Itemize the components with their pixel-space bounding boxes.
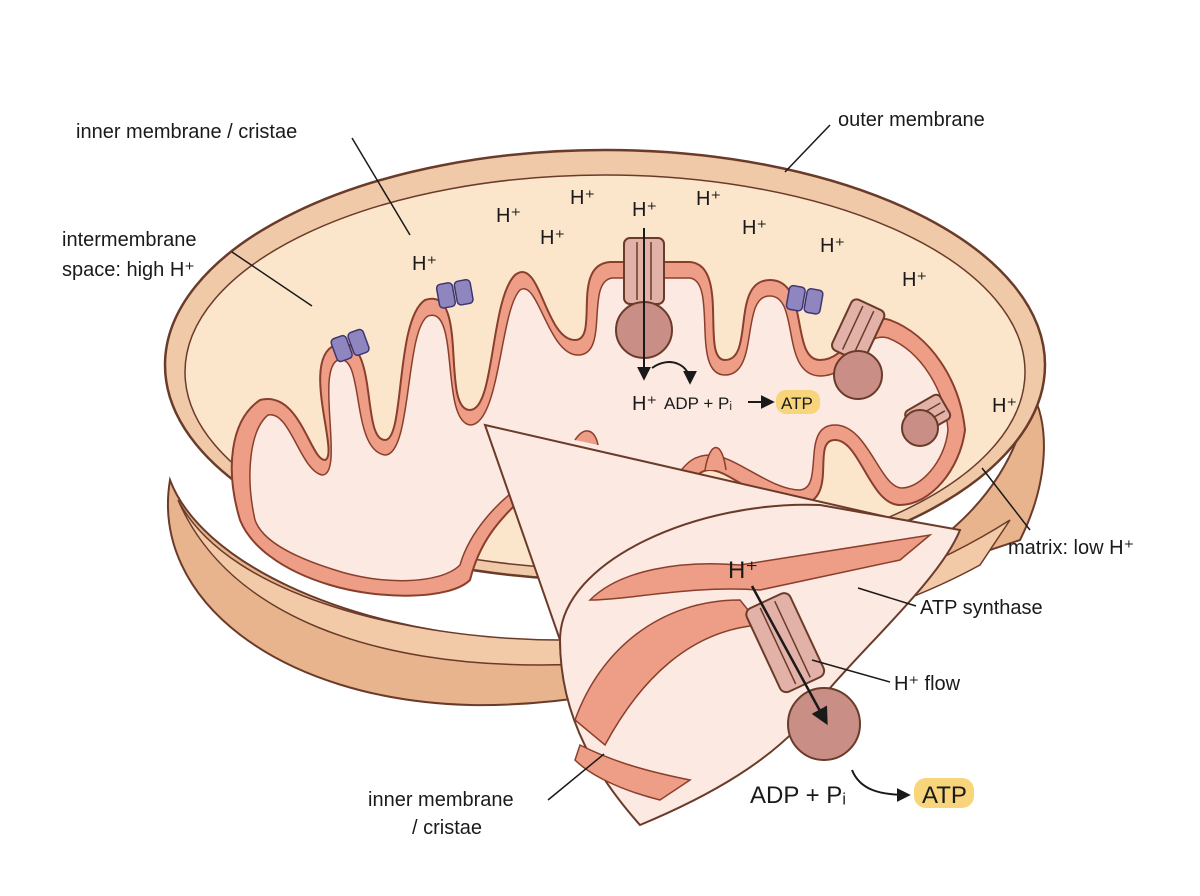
- proton-label: H⁺: [992, 395, 1017, 417]
- inset-outer-band: [588, 533, 933, 601]
- inner-membrane-cristae: [230, 261, 967, 597]
- transport-complexes: [330, 278, 824, 363]
- labels: outer membrane inner membrane / cristae …: [62, 109, 1134, 839]
- complex-pair-3: [785, 284, 824, 315]
- proton-label: H⁺: [496, 205, 521, 227]
- label-h-flow: H⁺ flow: [894, 673, 961, 695]
- label-outer-membrane: outer membrane: [838, 109, 985, 131]
- reaction-inset-product: ATP: [922, 782, 967, 809]
- reaction-top-proton: H⁺: [632, 393, 657, 415]
- atp-synthase-right-head: [833, 350, 883, 400]
- label-atp-synthase: ATP synthase: [920, 597, 1043, 619]
- atp-synthase-inset: [745, 592, 826, 694]
- proton-label: H⁺: [412, 253, 437, 275]
- proton-label: H⁺: [742, 217, 767, 239]
- crista-stub: [704, 447, 727, 471]
- proton-label: H⁺: [696, 188, 721, 210]
- atp-synthase-edge-head: [901, 409, 939, 447]
- proton-label: H⁺: [902, 269, 927, 291]
- reaction-top-reactants: ADP + Pᵢ: [664, 394, 732, 413]
- leader-lines: [231, 124, 1031, 801]
- reaction-top-product: ATP: [781, 394, 813, 413]
- label-matrix: matrix: low H⁺: [1008, 537, 1134, 559]
- proton-arrow-inset: [750, 585, 828, 726]
- proton-label: H⁺: [540, 227, 565, 249]
- complex-pair-1: [330, 328, 370, 363]
- atp-badge-top: [776, 390, 820, 414]
- atp-badge-inset: [914, 778, 974, 808]
- flow-arrows: [637, 228, 911, 802]
- atp-synthase-inset-head: [787, 687, 861, 761]
- crista-stub: [574, 430, 599, 446]
- reaction-inset-reactants: ADP + Pᵢ: [750, 782, 846, 809]
- reaction-inset-proton: H⁺: [728, 557, 758, 584]
- complex-pair-2: [435, 278, 474, 309]
- protons: H⁺ H⁺ H⁺ H⁺ H⁺ H⁺ H⁺ H⁺ H⁺ H⁺: [412, 187, 1017, 417]
- inset-lower-band: [574, 743, 692, 801]
- proton-label: H⁺: [820, 235, 845, 257]
- label-inner-membrane-bottom-line1: inner membrane: [368, 789, 514, 811]
- proton-label: H⁺: [632, 199, 657, 221]
- reaction-top: H⁺ ADP + Pᵢ ATP: [632, 390, 820, 415]
- reaction-inset: H⁺ ADP + Pᵢ ATP: [728, 557, 974, 809]
- label-inner-membrane-top: inner membrane / cristae: [76, 121, 297, 143]
- label-inner-membrane-bottom-line2: / cristae: [412, 817, 482, 839]
- proton-label: H⁺: [570, 187, 595, 209]
- reaction-arrow-inset: [851, 769, 911, 802]
- reaction-arrow-top: [651, 361, 697, 385]
- label-intermembrane-line1: intermembrane: [62, 229, 197, 251]
- label-intermembrane-line2: space: high H⁺: [62, 259, 195, 281]
